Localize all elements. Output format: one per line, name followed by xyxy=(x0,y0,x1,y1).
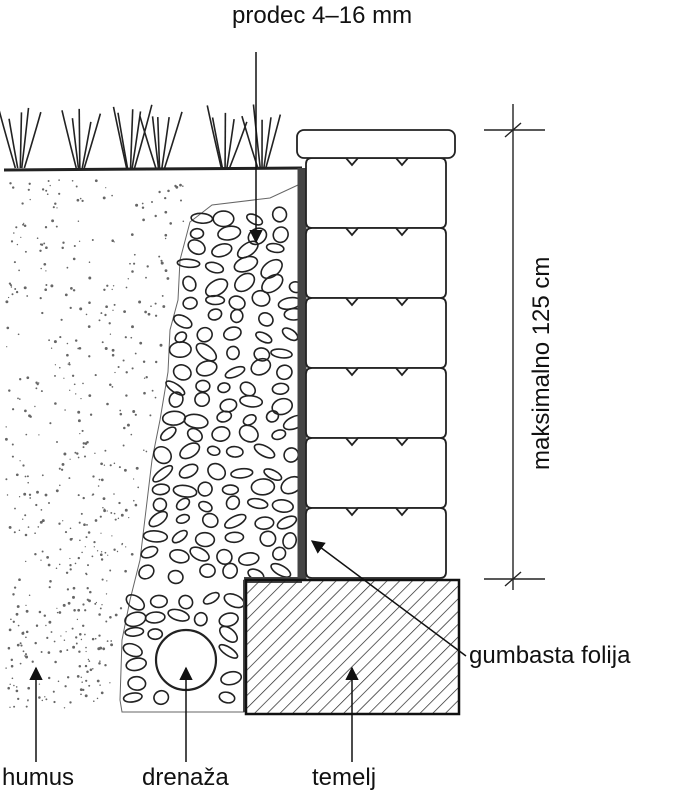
humus-soil xyxy=(4,170,302,712)
humus-label: humus xyxy=(2,764,75,791)
wall-block-1 xyxy=(305,157,447,229)
foundation-label: temelj xyxy=(312,764,377,791)
grass xyxy=(0,104,303,172)
gravel-backfill xyxy=(119,184,307,713)
height-dimension-line xyxy=(484,104,545,590)
wall-block-6 xyxy=(305,507,447,579)
height-label: maksimalno 125 cm xyxy=(528,256,555,470)
wall-block-4 xyxy=(305,367,447,439)
annotation-arrows xyxy=(29,52,467,762)
drainage-label: drenaža xyxy=(142,764,229,791)
gravel-label: prodec 4–16 mm xyxy=(232,2,413,29)
wall-blocks xyxy=(305,157,447,579)
wall-cap xyxy=(296,129,456,159)
wall-block-2 xyxy=(305,227,447,299)
foil-arrow xyxy=(310,540,467,657)
wall-block-3 xyxy=(305,297,447,369)
foil-label: gumbasta folija xyxy=(469,642,631,669)
wall-block-5 xyxy=(305,437,447,509)
